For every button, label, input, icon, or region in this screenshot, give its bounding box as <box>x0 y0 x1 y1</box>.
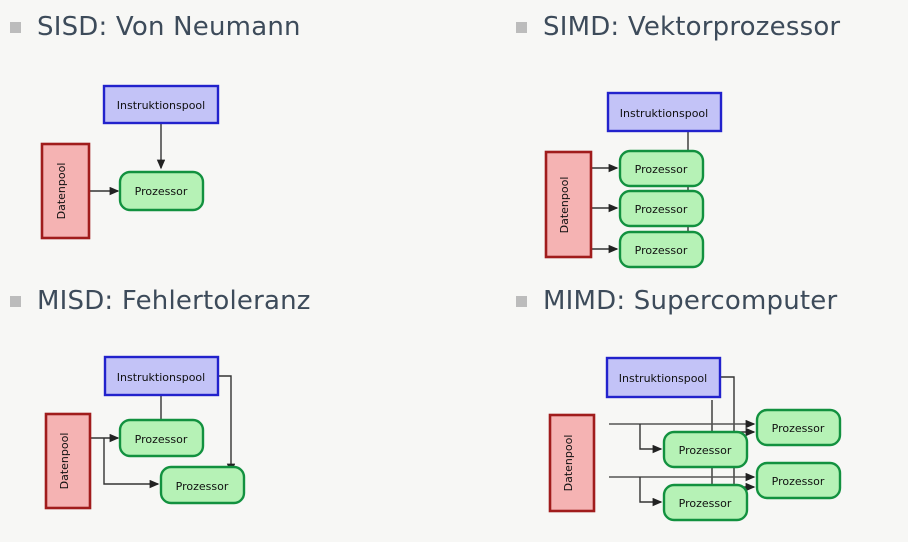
node-processor-right-1: Prozessor <box>755 408 842 447</box>
diagram-sisd: Instruktionspool Datenpool Prozessor <box>40 84 220 240</box>
node-instruction-pool: Instruktionspool <box>103 355 220 397</box>
heading-label: SIMD: Vektorprozessor <box>543 12 841 42</box>
node-label-processor: Prozessor <box>679 444 732 457</box>
node-processor-inner-1: Prozessor <box>662 430 749 469</box>
node-processor-2: Prozessor <box>618 189 705 228</box>
node-label-processor: Prozessor <box>772 422 825 435</box>
node-processor-inner-2: Prozessor <box>662 483 749 522</box>
node-label-processor: Prozessor <box>679 497 732 510</box>
connector-data-to-processor-i1 <box>639 424 663 454</box>
node-label-processor: Prozessor <box>135 433 188 446</box>
node-label-data-pool: Datenpool <box>558 177 571 234</box>
node-label-instruction-pool: Instruktionspool <box>117 99 205 112</box>
node-processor-1: Prozessor <box>618 149 705 188</box>
node-processor-1: Prozessor <box>118 170 205 212</box>
node-label-processor: Prozessor <box>176 480 229 493</box>
node-label-processor: Prozessor <box>135 185 188 198</box>
quadrant-sisd: SISD: Von Neumann Instruktionspool Daten… <box>0 0 454 270</box>
node-data-pool: Datenpool <box>544 150 593 259</box>
node-label-instruction-pool: Instruktionspool <box>619 372 707 385</box>
heading-mimd: MIMD: Supercomputer <box>516 288 837 314</box>
quadrant-simd: SIMD: Vektorprozessor Instruktionspool <box>454 0 908 270</box>
node-processor-1: Prozessor <box>118 418 205 458</box>
heading-label: MISD: Fehlertoleranz <box>37 286 311 316</box>
connector-data-to-processor-2 <box>103 438 160 489</box>
heading-misd: MISD: Fehlertoleranz <box>10 288 311 314</box>
connector-instruction-to-processor-2 <box>218 375 236 474</box>
node-label-instruction-pool: Instruktionspool <box>117 371 205 384</box>
quadrant-misd: MISD: Fehlertoleranz Instruktionspool <box>0 272 454 542</box>
quadrant-mimd: MIMD: Supercomputer <box>454 272 908 542</box>
node-instruction-pool: Instruktionspool <box>102 84 220 125</box>
heading-label: SISD: Von Neumann <box>37 12 301 42</box>
heading-simd: SIMD: Vektorprozessor <box>516 14 840 40</box>
diagram-misd: Instruktionspool Datenpool Prozessor Pro… <box>44 355 246 510</box>
node-processor-3: Prozessor <box>618 230 705 269</box>
node-processor-right-2: Prozessor <box>755 461 842 500</box>
heading-label: MIMD: Supercomputer <box>543 286 838 316</box>
bullet-square-icon <box>516 295 527 307</box>
connector-data-to-processor-i2 <box>639 477 663 507</box>
node-label-data-pool: Datenpool <box>58 433 71 490</box>
node-label-instruction-pool: Instruktionspool <box>620 107 708 120</box>
node-label-data-pool: Datenpool <box>55 163 68 220</box>
node-label-processor: Prozessor <box>635 203 688 216</box>
node-data-pool: Datenpool <box>548 413 596 513</box>
bullet-square-icon <box>516 21 527 33</box>
node-label-processor: Prozessor <box>772 475 825 488</box>
heading-sisd: SISD: Von Neumann <box>10 14 301 40</box>
node-processor-2: Prozessor <box>159 465 246 505</box>
bullet-square-icon <box>10 21 21 33</box>
node-label-processor: Prozessor <box>635 163 688 176</box>
node-label-data-pool: Datenpool <box>562 435 575 492</box>
diagram-simd: Instruktionspool Datenpool Prozessor Pro… <box>544 91 723 269</box>
node-label-processor: Prozessor <box>635 244 688 257</box>
bullet-square-icon <box>10 295 21 307</box>
node-data-pool: Datenpool <box>40 142 91 240</box>
diagram-mimd: Instruktionspool Datenpool Prozessor Pro… <box>548 356 842 522</box>
node-data-pool: Datenpool <box>44 412 92 510</box>
node-instruction-pool: Instruktionspool <box>606 91 723 133</box>
node-instruction-pool: Instruktionspool <box>605 356 722 399</box>
